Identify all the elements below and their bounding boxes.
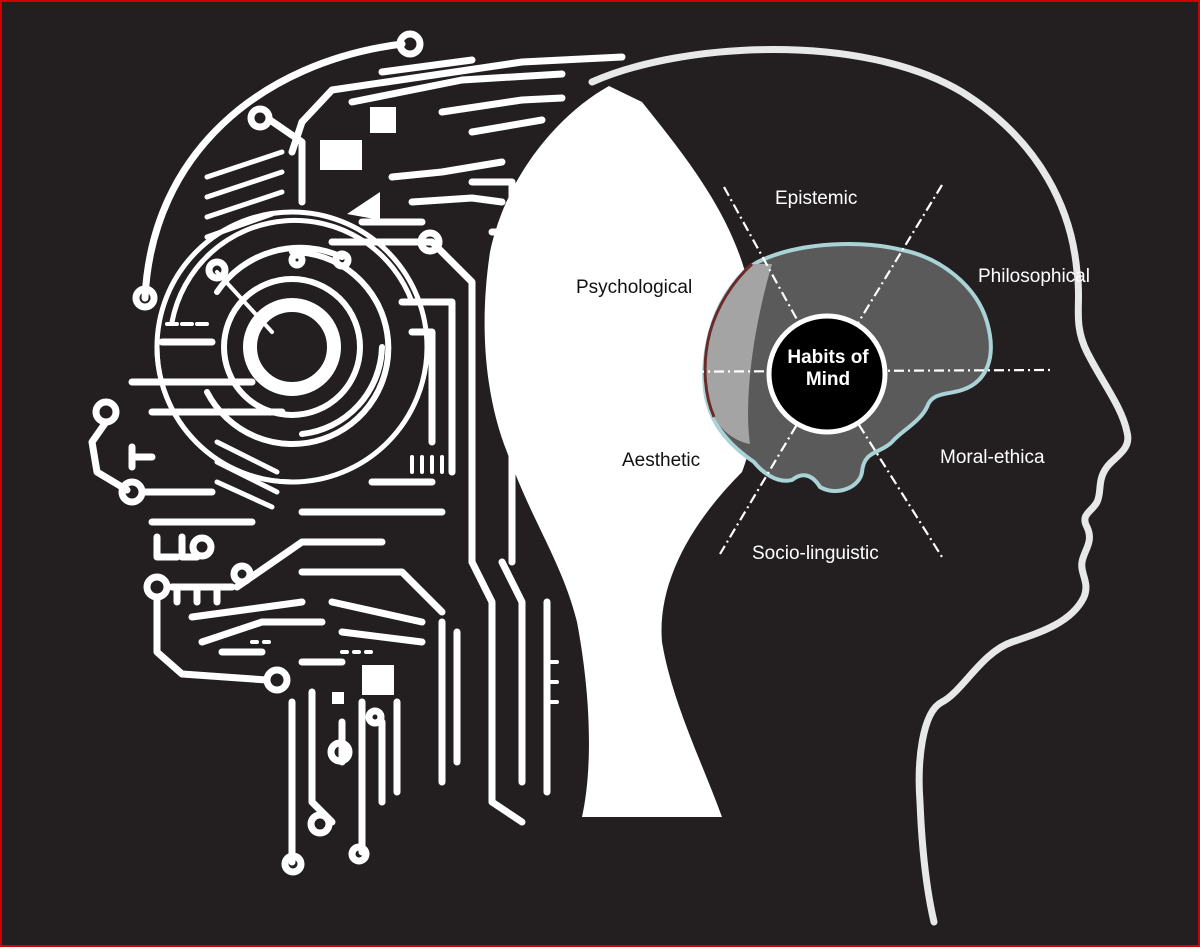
label-moral-ethical: Moral-ethica <box>940 447 1045 468</box>
label-psychological: Psychological <box>576 277 693 298</box>
center-label-line2: Mind <box>805 368 851 390</box>
label-epistemic: Epistemic <box>775 188 858 209</box>
circuit-square-chips <box>320 107 396 704</box>
white-face-shape <box>484 86 757 817</box>
center-circle <box>766 313 888 435</box>
human-head-outline <box>588 46 1132 926</box>
label-aesthetic: Aesthetic <box>622 450 701 471</box>
center-label-line1: Habits of <box>787 347 869 368</box>
label-philosophical: Philosophical <box>978 266 1090 287</box>
brain-left-lobe <box>705 264 772 444</box>
center-label: Habits of Mind <box>770 347 886 391</box>
label-socio-linguistic: Socio-linguistic <box>752 543 879 564</box>
circuit-head-graphic <box>88 30 626 876</box>
brain-left-edge <box>703 262 754 418</box>
